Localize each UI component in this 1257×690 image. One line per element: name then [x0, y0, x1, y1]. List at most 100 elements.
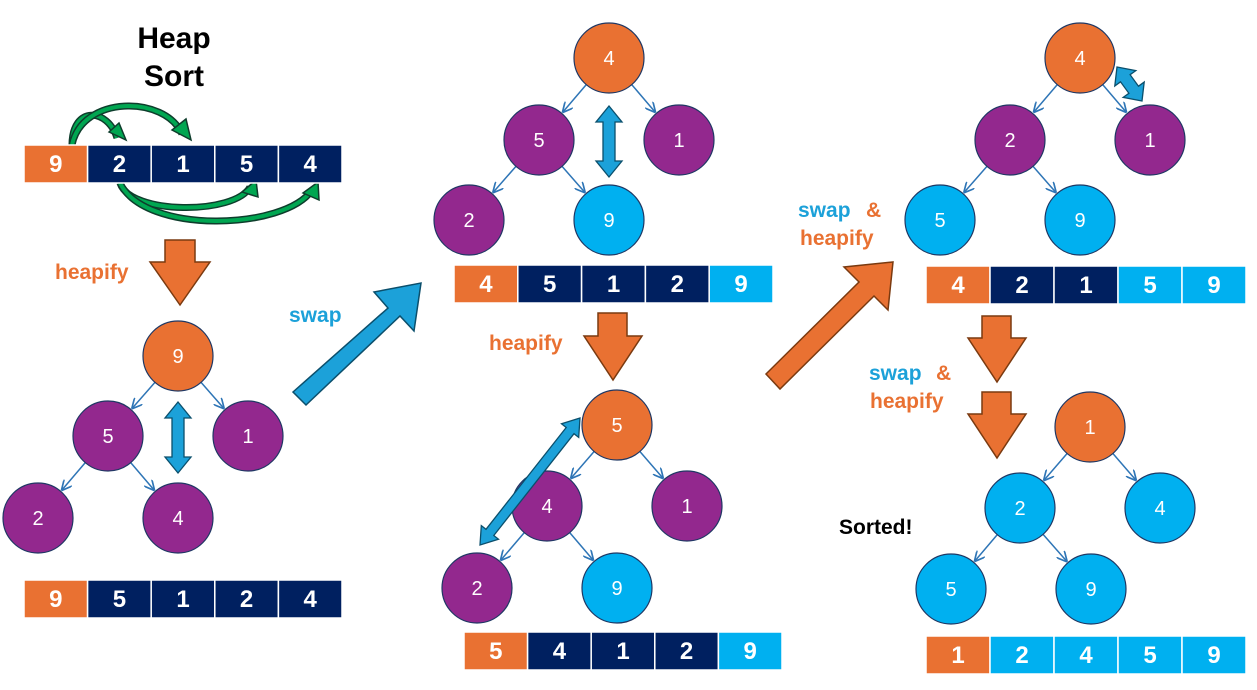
label-heapify-3: heapify [800, 227, 874, 250]
array-cell-value: 2 [113, 151, 126, 178]
tree-node-value: 1 [242, 426, 253, 448]
swap-indicators [163, 66, 1146, 546]
array-cell-value: 5 [240, 151, 253, 178]
tree-node [142, 320, 214, 392]
tree-node [441, 552, 513, 624]
array-cell-value: 4 [479, 271, 493, 298]
tree-node-value: 4 [1154, 498, 1165, 520]
tree-node-value: 4 [1074, 48, 1085, 70]
array-cell-value: 9 [1207, 272, 1220, 299]
tree-node-value: 1 [673, 130, 684, 152]
tree-edge [1040, 531, 1066, 561]
array-cell [989, 265, 1055, 305]
array-cell-value: 9 [49, 586, 62, 613]
tree-edge [1044, 450, 1070, 480]
tree-edge [132, 379, 158, 408]
tree-edge [1110, 450, 1136, 480]
diagonal-arrow-swap [291, 282, 422, 407]
tree-node-value: 2 [463, 210, 474, 232]
tree-node [1044, 184, 1116, 256]
array-cell-value: 1 [607, 271, 620, 298]
tree-edge [964, 163, 990, 192]
tree-node [433, 184, 505, 256]
tree-node-value: 2 [1004, 130, 1015, 152]
label-swap: swap [289, 304, 342, 327]
tree-node [142, 482, 214, 554]
tree-node [503, 104, 575, 176]
tree-node [1055, 553, 1127, 625]
title-line-2: Sort [144, 60, 204, 93]
tree-edge [1100, 82, 1126, 111]
tree-node [984, 472, 1056, 544]
array-cell [23, 579, 89, 619]
array-cell [644, 264, 710, 304]
array-cell [517, 264, 583, 304]
tree-node-value: 2 [471, 578, 482, 600]
tree-edge [563, 82, 589, 111]
array-cell-value: 5 [1143, 642, 1156, 669]
array-cell [277, 144, 343, 184]
array-cell-value: 2 [1015, 642, 1028, 669]
array-cell-value: 1 [176, 151, 189, 178]
tree-node [643, 104, 715, 176]
tree-edge [559, 163, 584, 192]
label-heapify-2: heapify [489, 332, 563, 355]
tree-node [1124, 472, 1196, 544]
tree-edge [567, 530, 593, 559]
tree-node [915, 553, 987, 625]
array-cell-value: 2 [240, 586, 253, 613]
tree-node [2, 482, 74, 554]
array-cell [580, 264, 647, 304]
array-cell-value: 5 [113, 586, 126, 613]
tree-node-value: 5 [533, 130, 544, 152]
tree-node-value: 5 [611, 415, 622, 437]
array-cell-value: 1 [1079, 272, 1092, 299]
array-cell [463, 631, 529, 671]
label-heapify-1: heapify [55, 261, 129, 284]
array-cell [717, 631, 783, 671]
array-cell [1181, 265, 1247, 305]
array-cell [925, 635, 991, 675]
swap-double-arrow [163, 400, 193, 475]
array-cell [453, 264, 519, 304]
tree-node-value: 2 [32, 508, 43, 530]
label-heapify-4: heapify [870, 390, 944, 413]
tree-node [573, 22, 645, 94]
array-cell [590, 631, 656, 671]
array-cell-value: 1 [176, 586, 189, 613]
array-cell [989, 635, 1055, 675]
tree-node-value: 9 [1085, 579, 1096, 601]
tree-node [581, 552, 653, 624]
tree-edge [501, 530, 527, 559]
green-curve-arrows [68, 102, 320, 225]
swap-double-arrow [594, 104, 624, 179]
swap-double-arrow [479, 417, 581, 546]
tree-edge [1030, 163, 1055, 192]
tree-edge [1034, 82, 1060, 111]
down-arrow-heapify-2 [582, 312, 644, 382]
tree-node-value: 5 [934, 210, 945, 232]
array-cell-value: 4 [1079, 642, 1093, 669]
tree-node-value: 9 [172, 346, 183, 368]
tree-node-value: 4 [172, 508, 183, 530]
array-cell [277, 579, 343, 619]
array-cell [1053, 635, 1119, 675]
label-swap-word-1: swap [798, 199, 851, 222]
tree-edge [198, 379, 223, 408]
tree-node-value: 1 [681, 496, 692, 518]
down-arrow-swap-heapify-1 [966, 315, 1028, 384]
label-amp-2: & [936, 362, 951, 385]
tree-node-value: 9 [603, 210, 614, 232]
array-cell-value: 2 [671, 271, 684, 298]
array-cell-value: 4 [951, 272, 965, 299]
